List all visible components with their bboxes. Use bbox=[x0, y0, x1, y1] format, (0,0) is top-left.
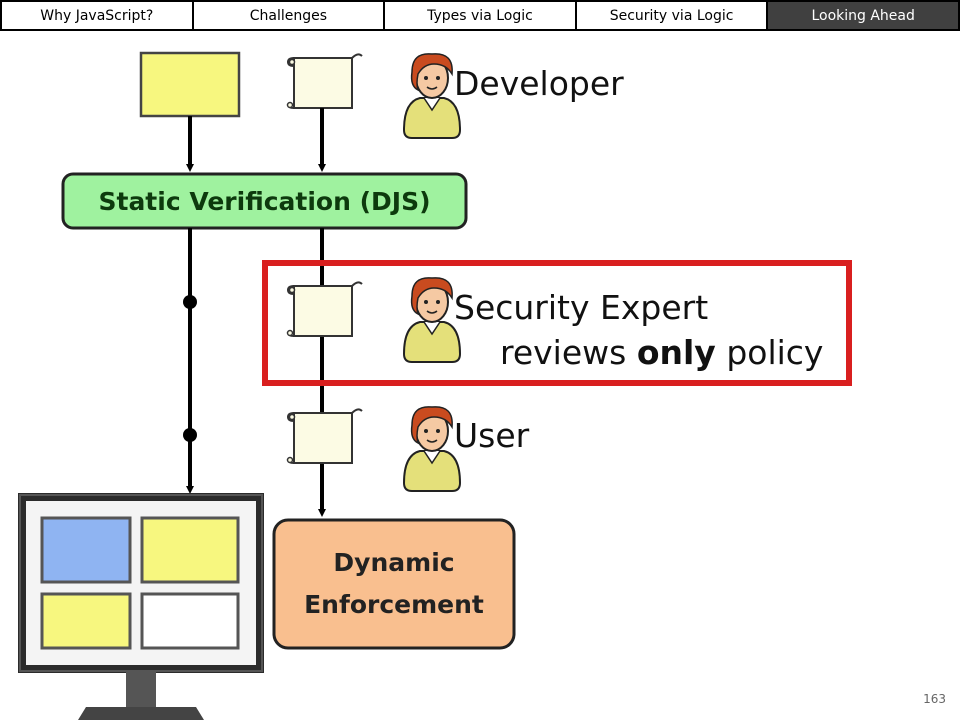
security-expert-label: Security Expert bbox=[454, 288, 709, 327]
page-number: 163 bbox=[923, 692, 946, 706]
monitor-icon bbox=[18, 493, 264, 720]
policy-scroll-icon bbox=[286, 53, 363, 109]
tab-looking-ahead[interactable]: Looking Ahead bbox=[768, 2, 958, 29]
security-expert-icon bbox=[403, 276, 461, 363]
tab-why-javascript[interactable]: Why JavaScript? bbox=[2, 2, 192, 29]
developer-icon bbox=[403, 52, 461, 139]
user-policy-scroll-icon bbox=[286, 408, 363, 464]
section-navbar: Why JavaScript? Challenges Types via Log… bbox=[0, 0, 960, 31]
tab-types-via-logic[interactable]: Types via Logic bbox=[385, 2, 575, 29]
developer-label: Developer bbox=[454, 64, 624, 103]
tab-challenges[interactable]: Challenges bbox=[193, 2, 384, 29]
dynamic-enforcement-box bbox=[272, 518, 516, 650]
expert-policy-scroll-icon bbox=[286, 281, 363, 337]
dynamic-enforcement-label: Dynamic Enforcement bbox=[304, 548, 484, 619]
static-verification-label: Static Verification (DJS) bbox=[98, 186, 431, 216]
security-expert-highlight bbox=[262, 260, 852, 386]
user-icon bbox=[403, 405, 461, 492]
user-label: User bbox=[454, 416, 530, 455]
reviews-policy-label: reviews only policy bbox=[500, 333, 824, 372]
source-code-square bbox=[139, 51, 241, 118]
tab-security-via-logic[interactable]: Security via Logic bbox=[576, 2, 767, 29]
static-verification-box bbox=[61, 172, 468, 230]
connector-dot bbox=[183, 295, 197, 309]
connector-dot bbox=[183, 428, 197, 442]
